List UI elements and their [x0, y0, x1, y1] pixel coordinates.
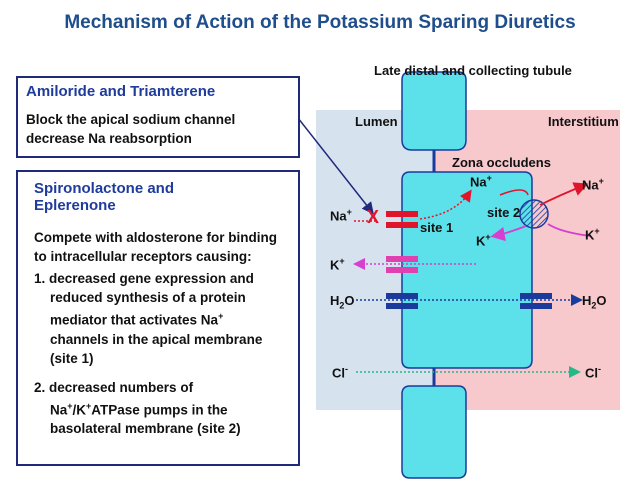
sodium-channel-bottom — [386, 222, 418, 228]
main-cell — [401, 171, 533, 369]
k-lumen-label: K+ — [330, 256, 345, 273]
water-channel-baso-bottom — [520, 303, 552, 309]
na-lumen-label: Na+ — [330, 207, 352, 224]
amiloride-heading: Amiloride and Triamterene — [26, 83, 216, 100]
intro-line2: to intracellular receptors causing: — [34, 249, 252, 264]
interstitium-label: Interstitium — [548, 114, 619, 129]
na-k-pump — [519, 199, 549, 229]
site2-label: site 2 — [487, 205, 521, 220]
spironolactone-heading-2: Eplerenone — [34, 197, 116, 214]
na-exit-arrow — [539, 182, 589, 206]
intro-line1: Compete with aldosterone for binding — [34, 230, 277, 245]
zona-label: Zona occludens — [452, 155, 551, 170]
lumen-label: Lumen — [355, 114, 398, 129]
amiloride-line2: decrease Na reabsorption — [26, 131, 192, 146]
cl-interstitium-label: Cl- — [585, 364, 601, 381]
sodium-channel-top — [386, 211, 418, 217]
amiloride-line1: Block the apical sodium channel — [26, 112, 236, 127]
list-item: 1. decreased gene expression and reduced… — [34, 271, 263, 366]
page-title: Mechanism of Action of the Potassium Spa… — [64, 12, 576, 33]
water-channel-baso-top — [520, 293, 552, 299]
k-cell-label: K+ — [476, 232, 491, 249]
lower-cell — [401, 385, 467, 479]
upper-cell — [401, 71, 467, 151]
na-interstitium-label: Na+ — [582, 176, 604, 193]
list-item: 2. decreased numbers of Na+/K+ATPase pum… — [34, 379, 241, 437]
block-x-mark: X — [367, 207, 380, 227]
na-cell-label: Na+ — [470, 173, 492, 190]
na-pump-arrow — [499, 189, 529, 196]
spironolactone-box: Spironolactone and Eplerenone Compete wi… — [16, 170, 300, 466]
spironolactone-heading-1: Spironolactone and — [34, 180, 175, 197]
site1-label: site 1 — [420, 220, 454, 235]
h2o-lumen-label: H2O — [330, 293, 355, 311]
k-interstitium-label: K+ — [585, 226, 600, 243]
cl-lumen-label: Cl- — [332, 364, 348, 381]
water-channel-apical-bottom — [386, 303, 418, 309]
na-cell-arrow — [419, 189, 472, 220]
potassium-channel-bottom — [386, 267, 418, 273]
amiloride-connector — [297, 117, 374, 215]
potassium-channel-top — [386, 256, 418, 262]
amiloride-box: Amiloride and Triamterene Block the apic… — [16, 76, 300, 158]
water-channel-apical-top — [386, 293, 418, 299]
h2o-interstitium-label: H2O — [582, 293, 607, 311]
k-entry-arrow — [547, 223, 591, 237]
k-cell-arrow — [490, 225, 527, 242]
tubule-header: Late distal and collecting tubule — [374, 63, 572, 78]
